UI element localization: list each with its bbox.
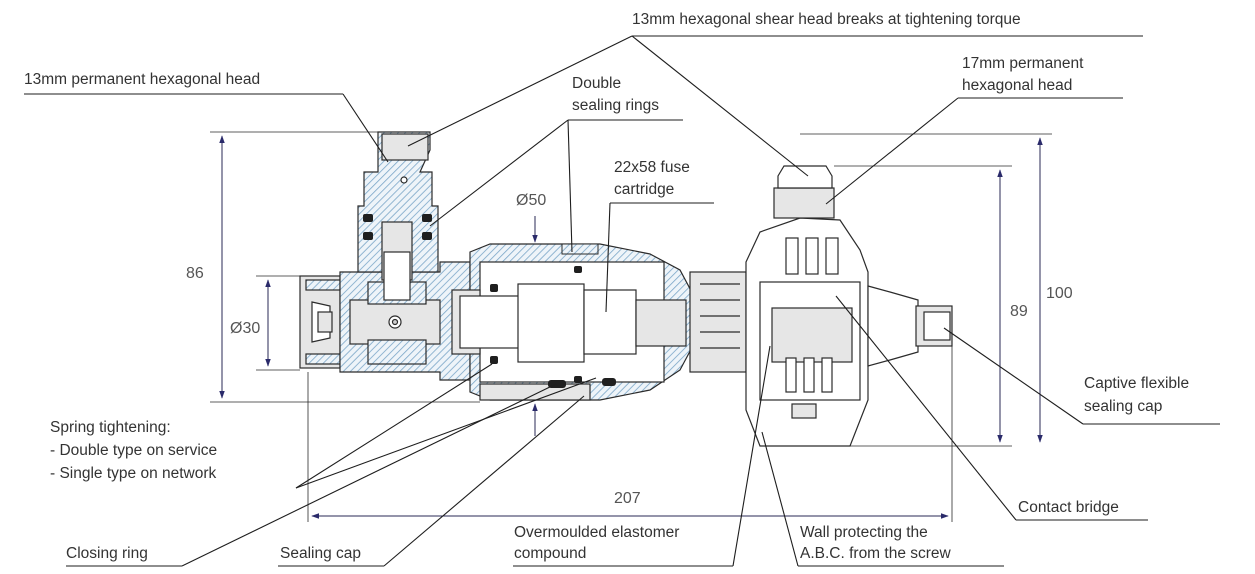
dim-207: 207 xyxy=(614,490,641,507)
label-spring-title: Spring tightening: xyxy=(50,419,171,436)
label-fuse-2: cartridge xyxy=(614,181,674,198)
vertical-head-column xyxy=(357,131,439,301)
label-closing-ring: Closing ring xyxy=(66,545,148,562)
dim-diameter-30: Ø30 xyxy=(230,320,260,337)
dimension-lines xyxy=(210,131,1052,522)
dim-100: 100 xyxy=(1046,285,1073,302)
label-spring-item-1: - Double type on service xyxy=(50,442,217,459)
middle-body xyxy=(451,243,697,401)
label-captive-2: sealing cap xyxy=(1084,398,1162,415)
label-double-sealing-2: sealing rings xyxy=(572,97,659,114)
label-spring-item-2: - Single type on network xyxy=(50,465,217,482)
label-double-sealing-1: Double xyxy=(572,75,621,92)
label-shear-head: 13mm hexagonal shear head breaks at tigh… xyxy=(632,11,1021,28)
label-17mm-head-1: 17mm permanent xyxy=(962,55,1084,72)
dim-diameter-50: Ø50 xyxy=(516,192,546,209)
label-sealing-cap: Sealing cap xyxy=(280,545,361,562)
captive-sealing-cap xyxy=(867,285,953,367)
dim-86: 86 xyxy=(186,265,204,282)
label-contact-bridge: Contact bridge xyxy=(1018,499,1119,516)
left-end-cap xyxy=(299,275,341,369)
right-housing xyxy=(689,165,869,447)
leader-lines xyxy=(24,35,1220,567)
label-17mm-head-2: hexagonal head xyxy=(962,77,1072,94)
connector-drawing xyxy=(299,131,953,447)
label-overmoulded-1: Overmoulded elastomer xyxy=(514,524,679,541)
callout-labels: 13mm hexagonal shear head breaks at tigh… xyxy=(24,11,1189,562)
label-wall-2: A.B.C. from the screw xyxy=(800,545,952,562)
label-captive-1: Captive flexible xyxy=(1084,375,1189,392)
left-body xyxy=(339,261,471,381)
dimension-labels: 86 Ø30 Ø50 89 100 207 xyxy=(186,192,1073,507)
label-fuse-1: 22x58 fuse xyxy=(614,159,690,176)
label-13mm-permanent-head: 13mm permanent hexagonal head xyxy=(24,71,260,88)
label-overmoulded-2: compound xyxy=(514,545,586,562)
label-wall-1: Wall protecting the xyxy=(800,524,928,541)
dim-89: 89 xyxy=(1010,303,1028,320)
